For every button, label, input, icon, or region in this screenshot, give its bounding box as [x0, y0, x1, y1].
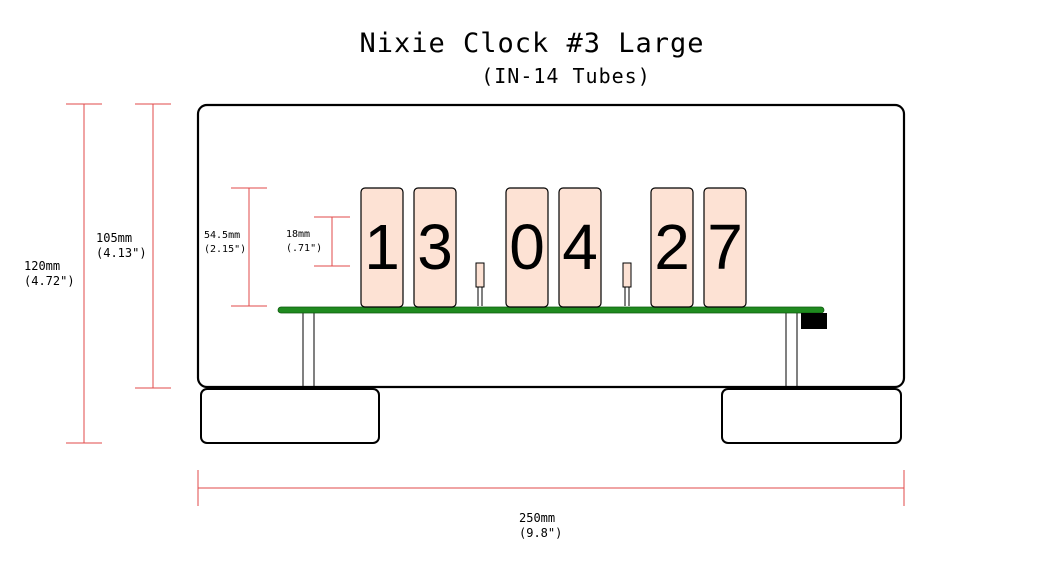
page-title: Nixie Clock #3 Large	[359, 28, 705, 59]
power-connector	[801, 313, 827, 329]
dimension-tube-height	[231, 187, 267, 307]
dimension-overall-height	[66, 103, 102, 444]
tube-digit: 1	[364, 211, 400, 283]
case-height-inch: (4.13")	[96, 246, 147, 260]
right-standoff	[785, 313, 798, 386]
case-height-mm: 105mm	[96, 231, 133, 245]
tube-digit: 0	[509, 211, 545, 283]
left-foot	[200, 388, 380, 444]
dimension-width	[197, 470, 905, 506]
nixie-tube	[558, 187, 602, 308]
tube-height-label: 54.5mm (2.15")	[204, 229, 246, 257]
right-foot	[721, 388, 902, 444]
width-inch: (9.8")	[519, 526, 563, 540]
dimension-case-height	[135, 103, 171, 389]
pcb-board	[277, 306, 825, 314]
tube-digit: 2	[654, 211, 690, 283]
dimension-digit-height	[314, 216, 350, 267]
digit-height-label: 18mm (.71")	[286, 228, 322, 256]
tube-digit: 7	[707, 211, 743, 283]
overall-height-mm: 120mm	[24, 259, 61, 273]
nixie-tube	[360, 187, 404, 308]
tube-digit: 3	[417, 211, 453, 283]
overall-height-inch: (4.72")	[24, 274, 75, 288]
page-subtitle: (IN-14 Tubes)	[481, 64, 651, 88]
separator-lamp	[622, 262, 632, 306]
overall-height-label: 120mm(4.72")	[24, 259, 75, 289]
tube-digit: 4	[562, 211, 598, 283]
width-label: 250mm(9.8")	[519, 511, 562, 541]
nixie-tube	[703, 187, 747, 308]
digit-height-inch: (.71")	[286, 243, 323, 254]
width-mm: 250mm	[519, 511, 556, 525]
case-outline	[196, 103, 906, 389]
nixie-tube	[650, 187, 694, 308]
nixie-tube	[505, 187, 549, 308]
nixie-tube	[413, 187, 457, 308]
tube-height-mm: 54.5mm	[204, 230, 241, 241]
tube-height-inch: (2.15")	[204, 244, 247, 255]
digit-height-mm: 18mm	[286, 229, 311, 240]
left-standoff	[302, 313, 315, 386]
separator-lamp	[475, 262, 485, 306]
case-height-label: 105mm(4.13")	[96, 231, 147, 261]
